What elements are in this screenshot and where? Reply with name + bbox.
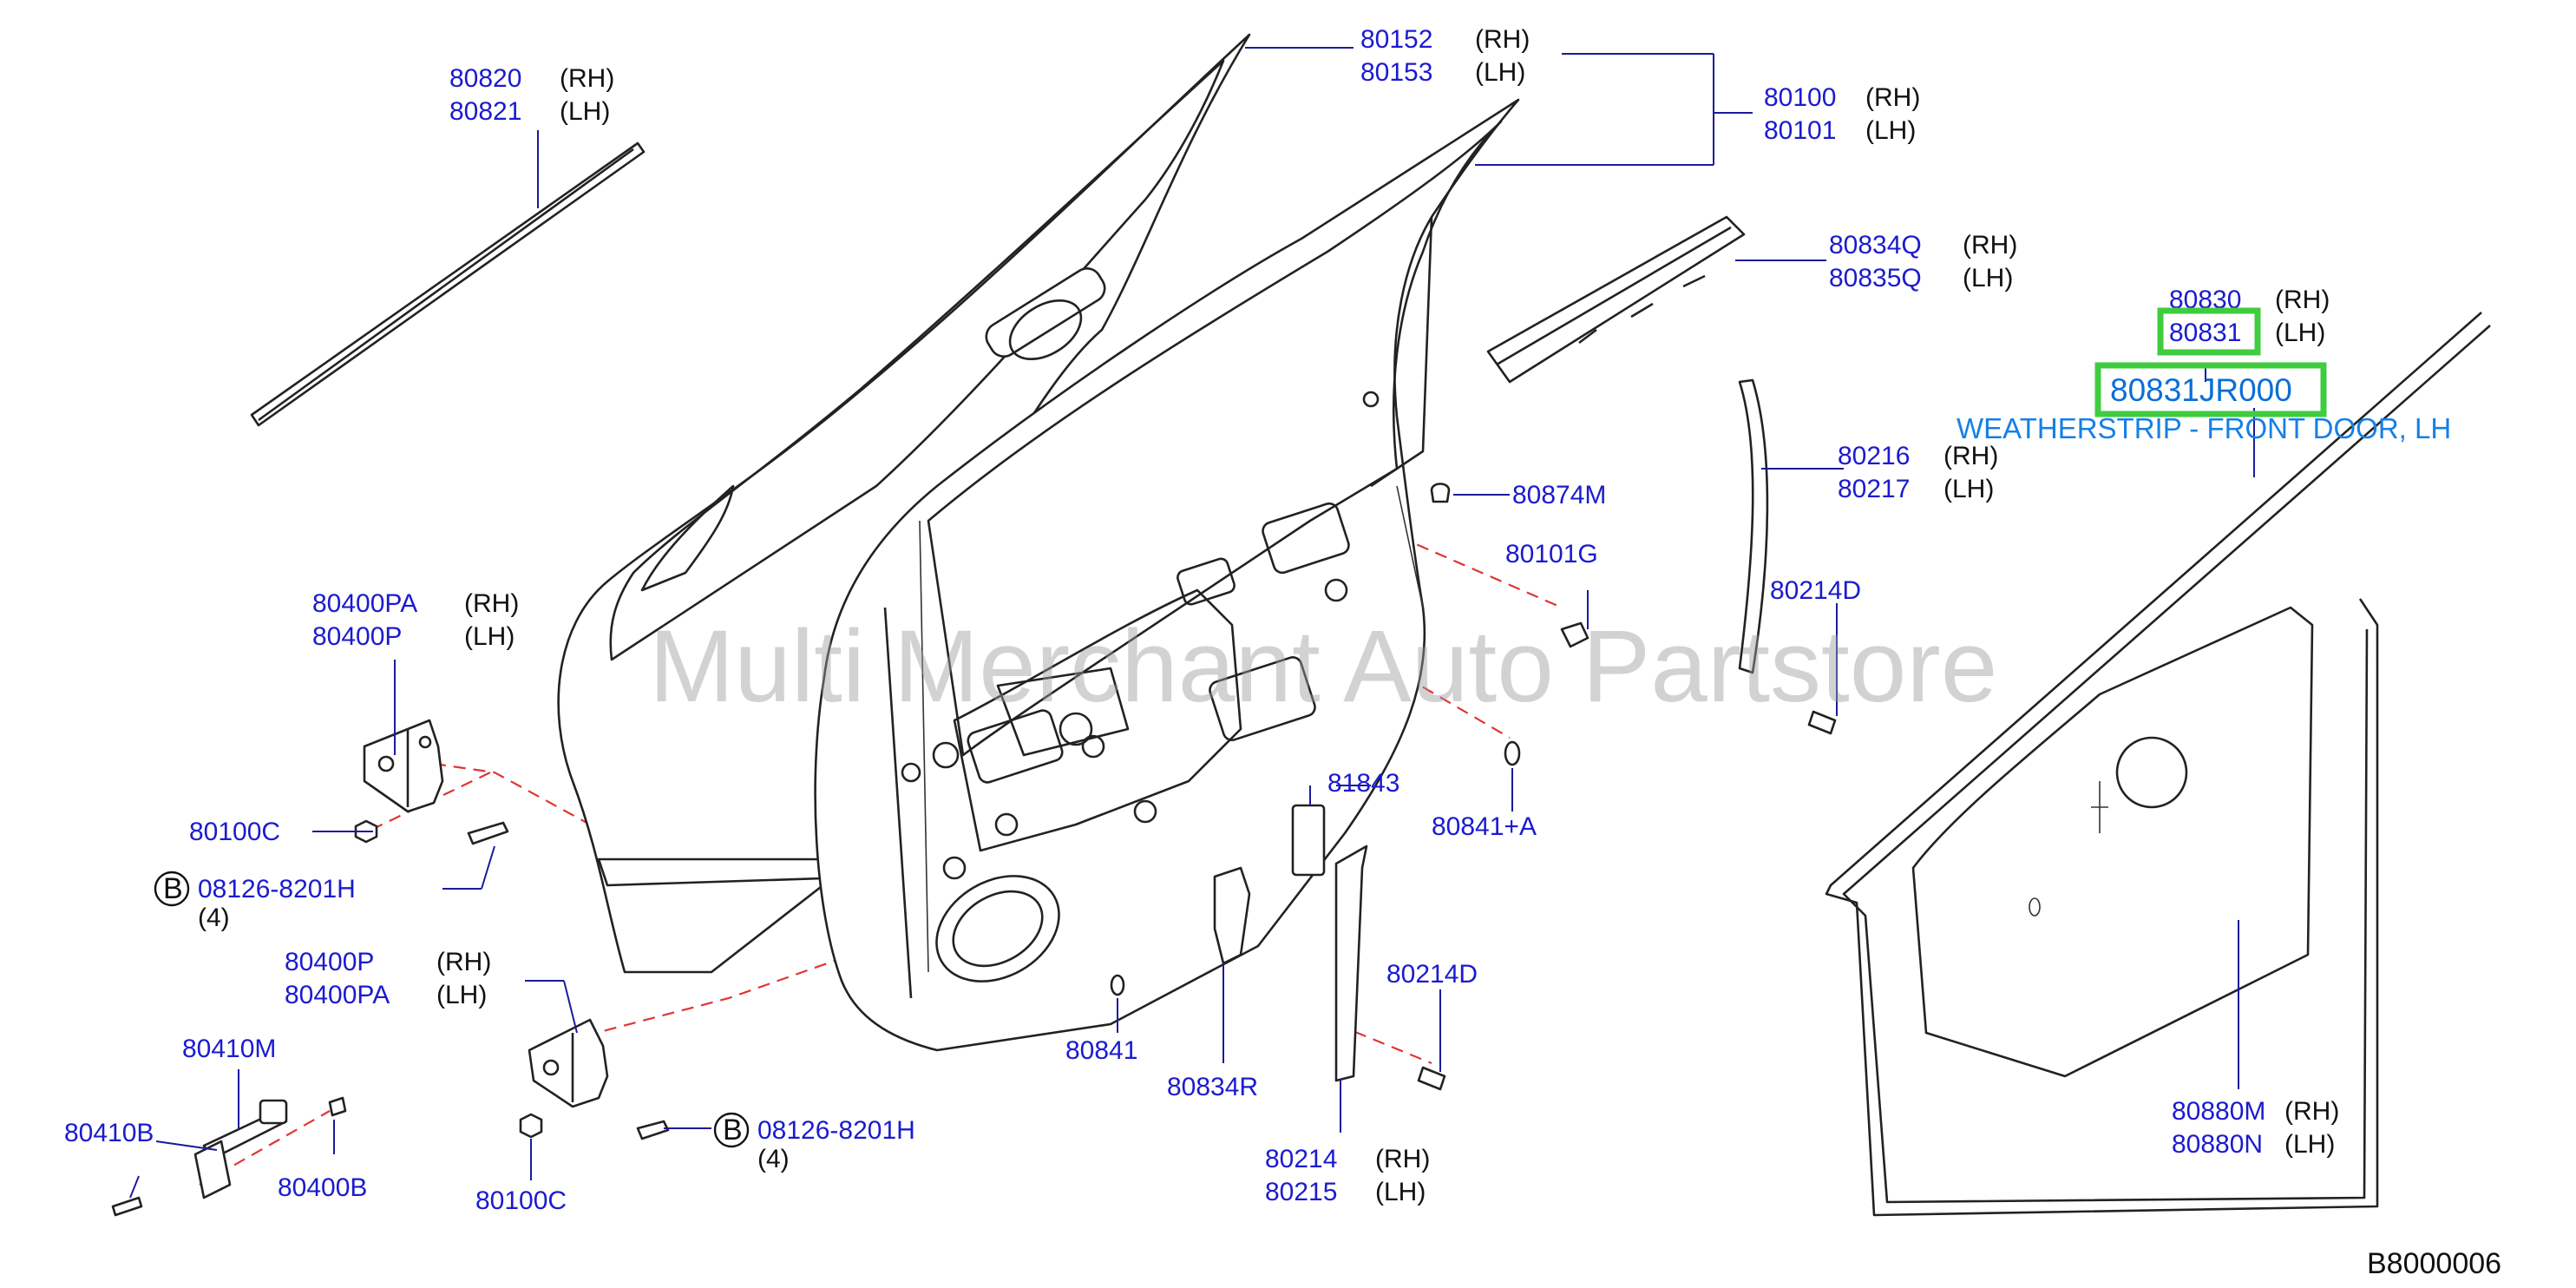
- door-weatherstrip: [1825, 312, 2491, 1217]
- callout-80214[interactable]: 80214: [1265, 1145, 1337, 1173]
- door-check-strap: [193, 1099, 288, 1199]
- callout-80101-side: (LH): [1865, 116, 1916, 145]
- highlight-box-80831: [2157, 307, 2261, 356]
- outer-belt-moulding: [250, 141, 646, 427]
- bolt-qty-bottom: (4): [757, 1145, 790, 1173]
- callout-80841[interactable]: 80841: [1065, 1036, 1137, 1065]
- callout-81843[interactable]: 81843: [1327, 769, 1399, 798]
- door-outer-panel: [557, 33, 1251, 974]
- callout-80410B[interactable]: 80410B: [64, 1119, 154, 1147]
- callout-80100-side: (RH): [1865, 83, 1920, 112]
- highlighted-part-description: WEATHERSTRIP - FRONT DOOR, LH: [1957, 412, 2451, 444]
- callout-80400P-top-side: (LH): [464, 622, 515, 651]
- callout-80821[interactable]: 80821: [449, 97, 521, 126]
- callout-80216[interactable]: 80216: [1838, 442, 1910, 470]
- door-sash: [1738, 378, 1769, 674]
- callout-80400P-bot-side: (RH): [436, 948, 491, 976]
- callout-leaders: [129, 47, 2255, 1199]
- callout-80216-side: (RH): [1943, 442, 1998, 470]
- callout-80820-side: (RH): [560, 64, 614, 93]
- callout-80217[interactable]: 80217: [1838, 475, 1910, 503]
- callout-80215[interactable]: 80215: [1265, 1178, 1337, 1206]
- callout-80153[interactable]: 80153: [1360, 58, 1432, 87]
- callout-80214D-bottom[interactable]: 80214D: [1386, 960, 1478, 989]
- callout-80820[interactable]: 80820: [449, 64, 521, 93]
- callout-80410M[interactable]: 80410M: [182, 1035, 276, 1063]
- brackets: [1213, 804, 1368, 1082]
- callout-80400B[interactable]: 80400B: [278, 1173, 367, 1202]
- highlight-box-part-number: [2094, 362, 2327, 417]
- callout-80880N-side: (LH): [2284, 1130, 2335, 1159]
- callout-80830-side: (RH): [2275, 286, 2330, 314]
- callout-80152[interactable]: 80152: [1360, 25, 1432, 54]
- callout-80100C-top[interactable]: 80100C: [189, 818, 280, 846]
- callout-80400PA-top[interactable]: 80400PA: [312, 589, 417, 618]
- callout-labels: 80820 (RH) 80821 (LH) 80152 (RH) 80153 (…: [64, 25, 2339, 1215]
- callout-08126-8201H-top[interactable]: 08126-8201H: [198, 875, 356, 904]
- upper-hinge: [363, 719, 444, 813]
- callout-80835Q[interactable]: 80835Q: [1829, 264, 1922, 292]
- callout-80152-side: (RH): [1475, 25, 1530, 54]
- bolt-badge-letter: B: [163, 872, 183, 905]
- callout-80880M-side: (RH): [2284, 1097, 2339, 1126]
- callout-80835Q-side: (LH): [1963, 264, 2013, 292]
- callout-80874M[interactable]: 80874M: [1512, 481, 1606, 509]
- callout-80400PA-bot[interactable]: 80400PA: [285, 981, 390, 1009]
- bolt-badge-letter: B: [723, 1114, 743, 1147]
- callout-80834Q-side: (RH): [1963, 231, 2017, 260]
- callout-80834R[interactable]: 80834R: [1167, 1073, 1258, 1101]
- callout-80100[interactable]: 80100: [1764, 83, 1836, 112]
- callout-80215-side: (LH): [1375, 1178, 1426, 1206]
- callout-80880M[interactable]: 80880M: [2172, 1097, 2265, 1126]
- callout-80214-side: (RH): [1375, 1145, 1430, 1173]
- bolt-badge-circle: [713, 1112, 750, 1148]
- callout-80880N[interactable]: 80880N: [2172, 1130, 2263, 1159]
- highlighted-part-number[interactable]: 80831JR000: [2110, 372, 2292, 408]
- callout-80834Q[interactable]: 80834Q: [1829, 231, 1922, 260]
- callout-80214D-top[interactable]: 80214D: [1770, 576, 1861, 605]
- inner-belt-seal: [1486, 215, 1746, 384]
- watermark: Multi Merchant Auto Partstore: [649, 609, 1997, 724]
- callout-80100C-bot[interactable]: 80100C: [475, 1186, 567, 1215]
- callout-80153-side: (LH): [1475, 58, 1525, 87]
- diagram-code: B8000006: [2367, 1247, 2501, 1280]
- callout-80400PA-bot-side: (LH): [436, 981, 487, 1009]
- bolt-callout-top[interactable]: B 08126-8201H (4): [154, 871, 356, 932]
- callout-80831-side: (LH): [2275, 319, 2325, 347]
- callout-80400PA-top-side: (RH): [464, 589, 519, 618]
- callout-80101[interactable]: 80101: [1764, 116, 1836, 145]
- callout-08126-8201H-bottom[interactable]: 08126-8201H: [757, 1116, 915, 1145]
- bolt-badge-circle: [154, 871, 190, 907]
- callout-80821-side: (LH): [560, 97, 610, 126]
- callout-80217-side: (LH): [1943, 475, 1994, 503]
- callout-80831[interactable]: 80831: [2169, 319, 2241, 347]
- callout-80841A[interactable]: 80841+A: [1432, 812, 1537, 841]
- bolt-qty-top: (4): [198, 904, 230, 932]
- door-inner-frame: [814, 98, 1520, 1052]
- callout-80400P-bot[interactable]: 80400P: [285, 948, 374, 976]
- bolt-callout-bottom[interactable]: B 08126-8201H (4): [713, 1112, 915, 1173]
- callout-80400P-top[interactable]: 80400P: [312, 622, 402, 651]
- lower-hinge: [528, 1018, 609, 1108]
- selected-part-highlight: 80831JR000 WEATHERSTRIP - FRONT DOOR, LH: [1957, 307, 2451, 444]
- callout-80101G[interactable]: 80101G: [1505, 540, 1598, 568]
